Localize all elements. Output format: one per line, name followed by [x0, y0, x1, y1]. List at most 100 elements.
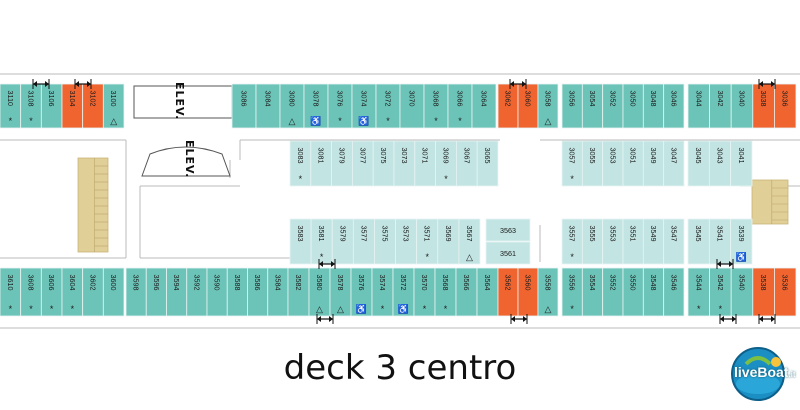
cabin-number: 3582 — [294, 275, 303, 291]
cabin-3058[interactable] — [537, 83, 559, 129]
logo-word-live: live — [734, 364, 758, 380]
cabin-number: 3043 — [716, 148, 725, 164]
cabin-number: 3540 — [738, 275, 747, 291]
double-arrow-layer — [32, 79, 776, 324]
cabin-3100[interactable] — [102, 83, 125, 129]
cabin-number: 3055 — [588, 148, 597, 164]
asterisk-mark: * — [444, 304, 448, 314]
logo-word-boat: Boat — [757, 364, 789, 380]
asterisk-mark: * — [29, 116, 33, 126]
cabin-number: 3573 — [402, 226, 411, 242]
cabin-number: 3042 — [716, 91, 725, 107]
cabin-number: 3049 — [649, 148, 658, 164]
deck-caption: deck 3 centro — [283, 348, 517, 388]
accessible-icon: ♿ — [736, 251, 747, 262]
cabin-number: 3064 — [480, 91, 489, 107]
cabin-3036[interactable] — [774, 83, 797, 129]
cabin-3563[interactable] — [485, 218, 531, 242]
cabin-number: 3539 — [737, 226, 746, 242]
cabin-number: 3549 — [649, 226, 658, 242]
asterisk-mark: * — [320, 252, 324, 262]
cabin-number: 3569 — [444, 226, 453, 242]
cabin-number: 3572 — [399, 275, 408, 291]
cabin-3558[interactable] — [537, 267, 559, 317]
elevator-label: ELEV. — [173, 82, 186, 120]
cabin-number: 3051 — [629, 148, 638, 164]
cabin-number: 3060 — [524, 91, 533, 107]
elevator-lobby — [141, 146, 231, 177]
cabin-number: 3067 — [462, 148, 471, 164]
cabin-number: 3604 — [68, 275, 77, 291]
cabin-number: 3542 — [716, 275, 725, 291]
cabin-3600[interactable] — [102, 267, 125, 317]
cabin-number: 3550 — [629, 275, 638, 291]
accessible-icon: ♿ — [398, 303, 409, 314]
cabin-number: 3590 — [213, 275, 222, 291]
asterisk-mark: * — [299, 174, 303, 184]
cabin-number: 3106 — [47, 91, 56, 107]
cabin-number: 3586 — [253, 275, 262, 291]
cabin-number: 3054 — [588, 91, 597, 107]
cabin-number: 3036 — [781, 91, 790, 107]
cabin-3086[interactable] — [231, 83, 257, 129]
cabin-number: 3073 — [400, 148, 409, 164]
asterisk-mark: * — [50, 304, 54, 314]
cabin-number: 3057 — [568, 148, 577, 164]
cabin-3539[interactable] — [730, 218, 753, 265]
cabin-3064[interactable] — [471, 83, 497, 129]
cabin-number: 3606 — [47, 275, 56, 291]
cabin-3567[interactable] — [458, 218, 481, 265]
asterisk-mark: * — [386, 116, 390, 126]
asterisk-mark: * — [444, 174, 448, 184]
cabin-number: 3046 — [669, 91, 678, 107]
cabin-number: 3566 — [462, 275, 471, 291]
cabin-number: 3058 — [544, 91, 553, 107]
triangle-icon: △ — [289, 116, 296, 126]
triangle-icon: △ — [545, 116, 552, 126]
cabin-number: 3592 — [192, 275, 201, 291]
cabin-3047[interactable] — [663, 140, 685, 187]
cabin-3561[interactable] — [485, 241, 531, 265]
cabin-3080[interactable] — [279, 83, 305, 129]
cabin-3076[interactable] — [327, 83, 353, 129]
asterisk-mark: * — [425, 252, 429, 262]
cabin-number: 3546 — [669, 275, 678, 291]
cabin-number: 3563 — [500, 226, 516, 235]
cabin-number: 3580 — [315, 275, 324, 291]
triangle-icon: △ — [316, 304, 323, 314]
cabin-number: 3598 — [132, 275, 141, 291]
asterisk-mark: * — [697, 304, 701, 314]
cabin-3068[interactable] — [423, 83, 449, 129]
cabin-3046[interactable] — [663, 83, 685, 129]
cabin-3041[interactable] — [730, 140, 753, 187]
triangle-icon: △ — [110, 116, 117, 126]
cabin-3065[interactable] — [476, 140, 499, 187]
cabin-number: 3551 — [629, 226, 638, 242]
cabin-number: 3568 — [441, 275, 450, 291]
cabin-number: 3558 — [544, 275, 553, 291]
cabin-3078[interactable] — [303, 83, 329, 129]
cabin-number: 3047 — [669, 148, 678, 164]
cabin-number: 3065 — [483, 148, 492, 164]
cabin-3546[interactable] — [663, 267, 685, 317]
cabin-3547[interactable] — [663, 218, 685, 265]
cabin-3072[interactable] — [375, 83, 401, 129]
cabin-number: 3110 — [6, 91, 15, 106]
cabin-number: 3577 — [359, 226, 368, 242]
cabin-3074[interactable] — [351, 83, 377, 129]
asterisk-mark: * — [9, 116, 13, 126]
cabin-number: 3072 — [384, 91, 393, 107]
cabin-number: 3048 — [649, 91, 658, 107]
cabin-number: 3584 — [273, 275, 282, 291]
cabin-number: 3086 — [240, 91, 249, 107]
cabin-3536[interactable] — [774, 267, 797, 317]
cabin-number: 3102 — [89, 91, 98, 107]
asterisk-mark: * — [570, 304, 574, 314]
cabin-number: 3557 — [568, 226, 577, 242]
cabin-number: 3594 — [172, 275, 181, 291]
cabin-number: 3108 — [27, 91, 36, 107]
cabin-3066[interactable] — [447, 83, 473, 129]
cabin-number: 3548 — [649, 275, 658, 291]
asterisk-mark: * — [423, 304, 427, 314]
cabin-number: 3066 — [456, 91, 465, 107]
